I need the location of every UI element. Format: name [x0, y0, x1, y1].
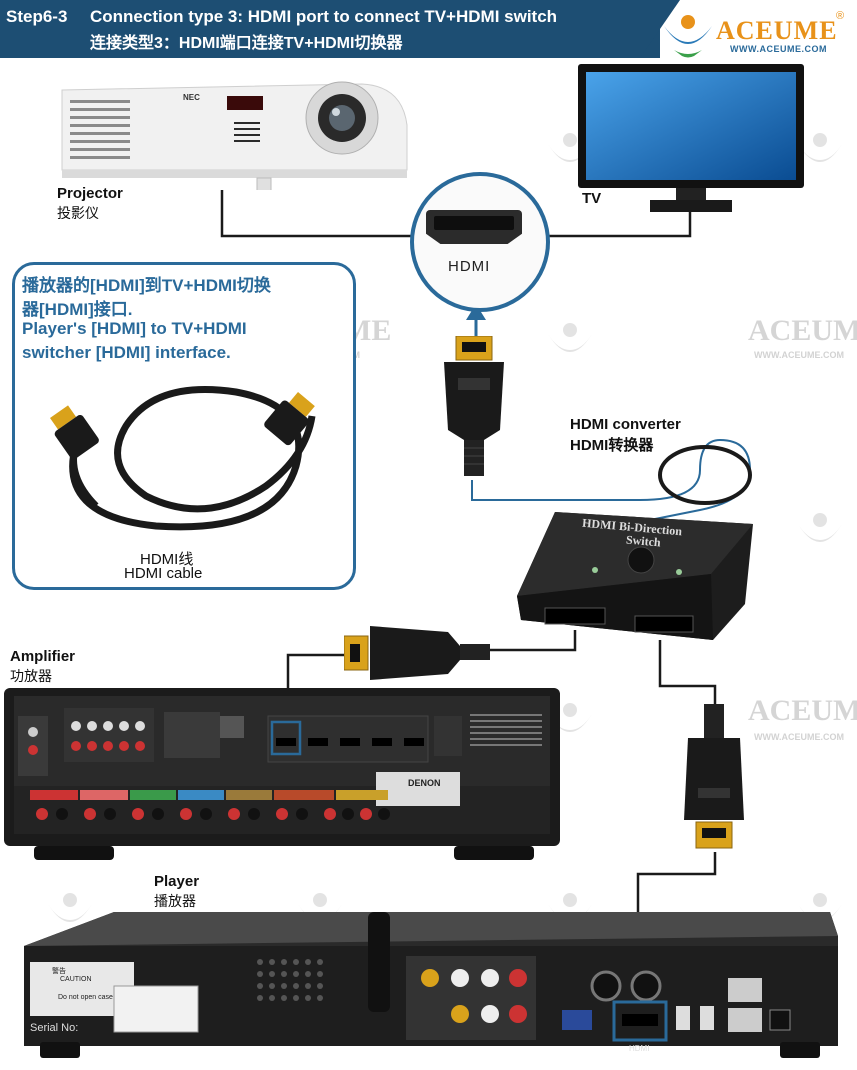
watermark-text: ACEUME	[748, 694, 857, 727]
player-label-cn: 播放器	[154, 893, 196, 909]
player-serial-label: Serial No:	[30, 1022, 79, 1034]
cable-info-line1-cn: 播放器的[HDMI]到TV+HDMI切换	[22, 276, 271, 295]
page-subtitle-cn: 连接类型3：HDMI端口连接TV+HDMI切换器	[90, 35, 403, 52]
hdmi-plug-to-amplifier	[344, 626, 490, 680]
projector-label-cn: 投影仪	[57, 205, 99, 221]
player-device	[24, 912, 838, 1058]
cable-info-line2-cn: 器[HDMI]接口.	[22, 300, 133, 319]
tv-device	[578, 64, 804, 212]
cable-info-line4: switcher [HDMI] interface.	[22, 343, 231, 362]
hdmi-switch-device	[517, 512, 753, 640]
projector-device	[61, 81, 408, 190]
player-hdmi-port-label: HDMI	[629, 1044, 650, 1053]
amplifier-label-cn: 功放器	[10, 668, 52, 684]
amplifier-device	[4, 688, 560, 860]
page-title: Connection type 3: HDMI port to connect …	[90, 7, 558, 26]
watermark-url: WWW.ACEUME.COM	[754, 350, 844, 360]
header-banner	[0, 0, 660, 58]
amplifier-label: Amplifier	[10, 648, 76, 665]
hdmi-plug-to-player	[684, 704, 744, 849]
switch-device-text2: Switch	[625, 532, 662, 550]
player-caution-note: Do not open case	[58, 994, 113, 1001]
watermark-text: ACEUME	[748, 314, 857, 347]
cable-label: HDMI cable	[124, 565, 203, 582]
logo-url: WWW.ACEUME.COM	[730, 44, 827, 54]
player-caution: CAUTION	[60, 976, 92, 983]
hdmi-plug-to-tv	[444, 336, 504, 476]
projector-brand: NEC	[183, 93, 200, 102]
hdmi-port-label: HDMI	[448, 258, 491, 275]
logo-brand-text: ACEUME	[716, 16, 838, 45]
player-caution-cn: 警告	[52, 968, 66, 975]
watermark-url: WWW.ACEUME.COM	[754, 732, 844, 742]
cable-info-line3: Player's [HDMI] to TV+HDMI	[22, 319, 247, 338]
cable-label-cn: HDMI线	[140, 551, 194, 568]
player-label: Player	[154, 873, 200, 890]
header-banner-tail	[600, 0, 680, 58]
converter-label-cn: HDMI转换器	[570, 437, 654, 454]
hdmi-port-slot	[434, 216, 514, 230]
tv-label: TV	[582, 190, 602, 207]
aceume-logo-icon	[664, 15, 712, 58]
logo-registered-mark: ®	[836, 10, 845, 22]
step-number: Step6-3	[6, 7, 68, 26]
projector-label: Projector	[57, 185, 123, 202]
amplifier-brand: DENON	[408, 778, 441, 788]
hdmi-cable-illustration	[50, 386, 316, 531]
converter-label: HDMI converter	[570, 416, 681, 433]
